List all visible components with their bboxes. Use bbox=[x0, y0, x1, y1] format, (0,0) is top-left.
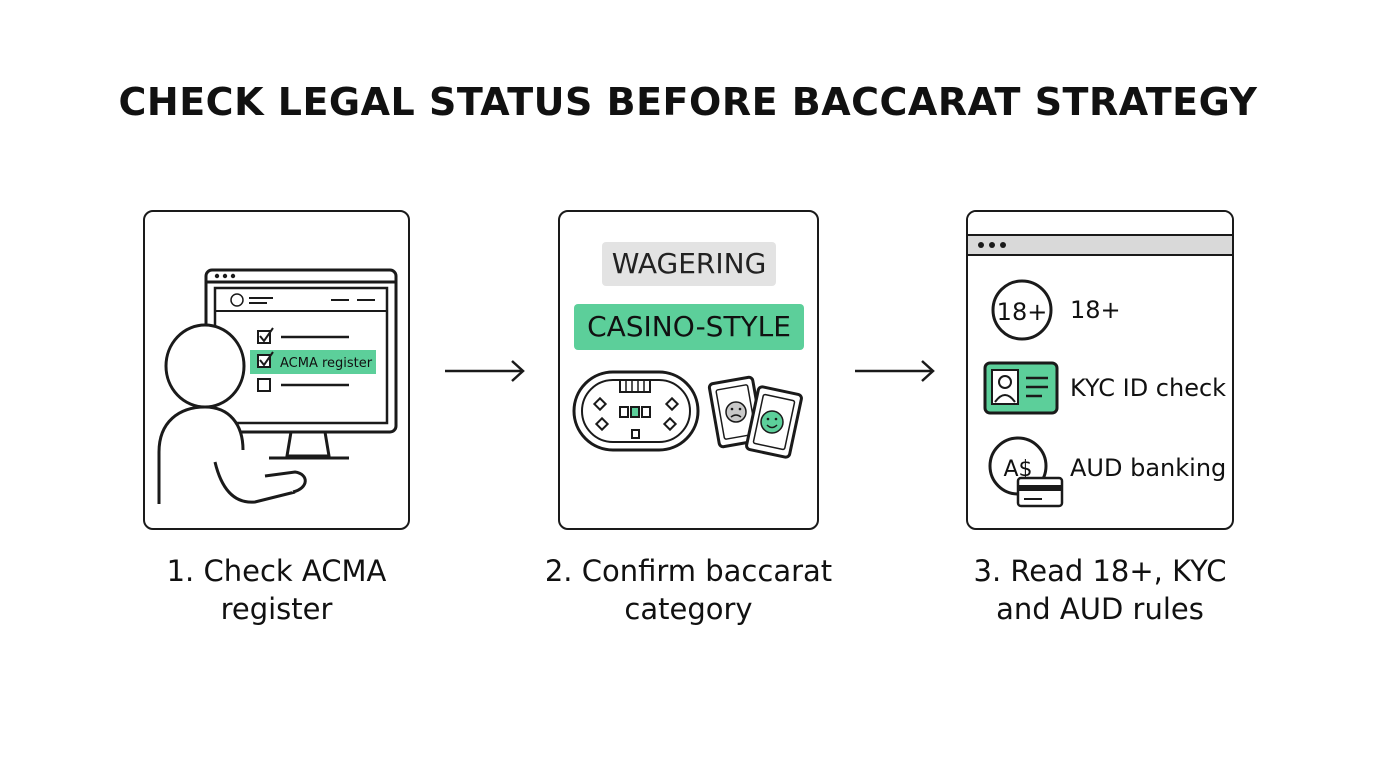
step-3-panel: 18+ A$ 18+ KYC ID check AUD banking bbox=[966, 210, 1234, 530]
baccarat-table-icon bbox=[572, 370, 700, 452]
step-2-caption: 2. Confirm baccarat category bbox=[528, 552, 849, 628]
page-title: CHECK LEGAL STATUS BEFORE BACCARAT STRAT… bbox=[118, 80, 1258, 124]
age-badge-text: 18+ bbox=[997, 298, 1048, 326]
requirement-aud-label: AUD banking bbox=[1070, 454, 1227, 482]
checkbox-empty bbox=[257, 378, 349, 392]
acma-register-label: ACMA register bbox=[280, 356, 373, 371]
requirement-kyc-label: KYC ID check bbox=[1070, 374, 1227, 402]
aud-card-icon: A$ bbox=[988, 436, 1064, 508]
checkbox-checked-1 bbox=[257, 327, 349, 344]
step-1-caption-line-1: 1. Check ACMA bbox=[166, 554, 387, 588]
window-dot-icon bbox=[1000, 242, 1006, 248]
step-2-caption-line-1: 2. Confirm baccarat bbox=[544, 554, 833, 588]
step-1-panel: ACMA register bbox=[143, 210, 410, 530]
browser-titlebar bbox=[968, 212, 1232, 236]
window-dot-icon bbox=[989, 242, 995, 248]
step-2-illustration bbox=[572, 370, 803, 459]
requirement-18-plus-label: 18+ bbox=[1070, 296, 1121, 324]
step-3-caption-line-2: and AUD rules bbox=[996, 592, 1204, 626]
browser-toolbar bbox=[968, 236, 1232, 256]
step-1-caption-line-2: register bbox=[220, 592, 333, 626]
person-icon bbox=[157, 323, 307, 504]
step-1-illustration: ACMA register bbox=[157, 268, 398, 504]
playing-cards-icon bbox=[707, 375, 803, 459]
wagering-tag: WAGERING bbox=[602, 242, 776, 286]
step-3-illustration: 18+ A$ bbox=[983, 279, 1064, 508]
id-card-icon bbox=[983, 361, 1059, 415]
arrow-right-icon bbox=[855, 360, 935, 382]
window-dot-icon bbox=[978, 242, 984, 248]
monitor-icon bbox=[204, 268, 398, 460]
step-2-panel: WAGERING CASINO-STYLE bbox=[558, 210, 819, 530]
arrow-right-icon bbox=[445, 360, 525, 382]
age-18-icon: 18+ bbox=[991, 279, 1053, 341]
step-3-caption-line-1: 3. Read 18+, KYC bbox=[973, 554, 1227, 588]
step-3-caption: 3. Read 18+, KYC and AUD rules bbox=[936, 552, 1264, 628]
step-1-caption: 1. Check ACMA register bbox=[113, 552, 440, 628]
casino-style-tag: CASINO-STYLE bbox=[574, 304, 804, 350]
checkbox-checked-2: ACMA register bbox=[250, 350, 376, 374]
step-2-caption-line-2: category bbox=[624, 592, 753, 626]
crest-icon bbox=[230, 293, 244, 307]
